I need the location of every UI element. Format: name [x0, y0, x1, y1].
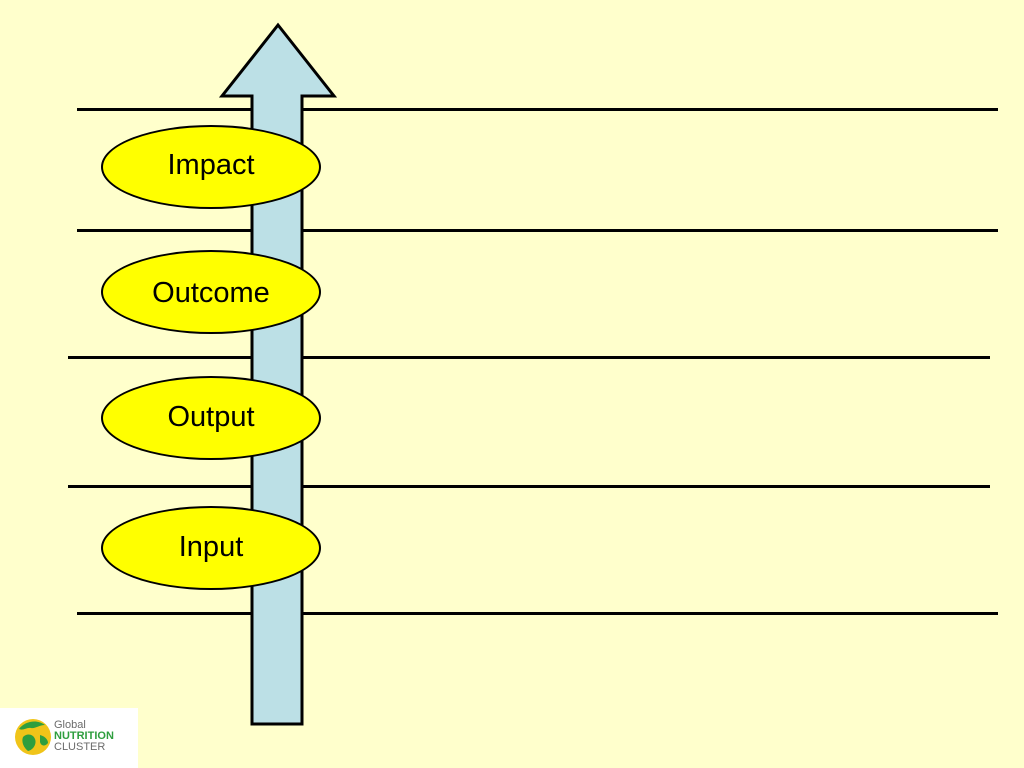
- divider-line-bottom: [77, 612, 998, 615]
- arrow-shape: [218, 22, 338, 726]
- input-ellipse: [101, 506, 321, 590]
- output-ellipse: [101, 376, 321, 460]
- logo-global-text: Global: [54, 719, 86, 731]
- impact-ellipse: [101, 125, 321, 209]
- logo-nutrition-text: NUTRITION: [54, 730, 114, 742]
- global-nutrition-cluster-logo: Global NUTRITION CLUSTER: [0, 708, 138, 768]
- globe-icon: [15, 719, 51, 755]
- divider-line-3: [68, 356, 990, 359]
- outcome-label: Outcome: [152, 277, 270, 309]
- input-label: Input: [178, 531, 244, 563]
- divider-line-top: [77, 108, 998, 111]
- logo-cluster-text: CLUSTER: [54, 741, 106, 753]
- impact-label: Impact: [167, 149, 255, 181]
- divider-line-4: [68, 485, 990, 488]
- outcome-ellipse: [101, 250, 321, 334]
- output-label: Output: [167, 401, 255, 433]
- divider-line-2: [77, 229, 998, 232]
